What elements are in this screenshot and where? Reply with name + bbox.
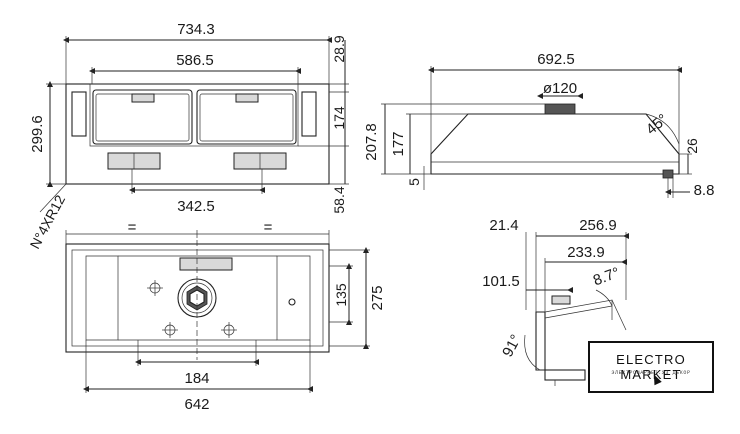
screw-mark-3: [221, 322, 237, 338]
detail-wall: [535, 311, 546, 371]
dim-bottom-depth-135: 135: [333, 283, 349, 307]
brand-name: ELECTRO MARKET: [616, 352, 686, 382]
screw-mark-2: [162, 322, 178, 338]
dim-side-foot: 8.8: [694, 182, 715, 199]
side-foot: [662, 169, 674, 179]
dim-side-bottom-gap: 5: [406, 178, 422, 186]
side-duct: [544, 103, 576, 115]
front-left-light: [71, 91, 87, 137]
dim-front-inner-width: 586.5: [176, 52, 214, 69]
dim-front-top-offset: 28.9: [331, 35, 347, 62]
brand-logo: ELECTRO MARKET ЭЛЕКТРОМАРКЕТ.УЗ ДЕКОР: [588, 341, 714, 393]
brand-tagline: ЭЛЕКТРОМАРКЕТ.УЗ ДЕКОР: [611, 370, 691, 376]
side-view: 692.5 ø120 45° 207.8 177 5 26 8.8: [363, 51, 714, 199]
detail-bracket: [551, 295, 571, 305]
dim-side-total-height: 207.8: [363, 123, 380, 161]
dim-detail-tilt: 8.7°: [591, 264, 622, 289]
screw-mark-1: [147, 280, 163, 296]
front-filter-handle-left: [131, 93, 155, 103]
front-filter-right: [196, 89, 297, 145]
bottom-button: [288, 298, 296, 306]
dim-bottom-width: 642: [184, 396, 209, 413]
dim-detail-offset: 21.4: [489, 217, 518, 234]
front-view: 734.3 586.5 299.6 28.9 174 58.4 342.5 N°…: [27, 21, 349, 251]
dim-front-bottom-offset: 58.4: [331, 186, 347, 213]
dim-bottom-depth: 275: [369, 285, 386, 310]
detail-base: [544, 369, 586, 381]
bottom-control-panel: [179, 257, 233, 271]
detail-view: 21.4 256.9 233.9 101.5 8.7° 91°: [482, 217, 629, 386]
dim-front-light-spacing: 342.5: [177, 198, 215, 215]
equal-mark-left: =: [128, 219, 137, 236]
front-right-light: [301, 91, 317, 137]
equal-mark-right: =: [264, 219, 273, 236]
dim-front-height: 299.6: [29, 115, 46, 153]
dim-detail-bend: 91°: [499, 332, 525, 360]
front-filter-left: [92, 89, 193, 145]
dim-front-width: 734.3: [177, 21, 215, 38]
dim-detail-height: 101.5: [482, 273, 520, 290]
front-filter-handle-right: [235, 93, 259, 103]
dim-detail-width: 256.9: [579, 217, 617, 234]
side-body-outline: [430, 113, 680, 175]
dim-side-body-height: 177: [390, 131, 407, 156]
bottom-view: = = 184 642 135 275: [65, 219, 386, 413]
dim-bottom-hole-spacing: 184: [184, 370, 209, 387]
screws-label: N°4XR12: [27, 192, 69, 251]
dim-side-duct: ø120: [543, 80, 577, 97]
front-filter-housing: [89, 83, 299, 147]
dim-side-right-height: 26: [684, 138, 700, 154]
dim-front-filter-height: 174: [331, 106, 347, 130]
dim-side-width: 692.5: [537, 51, 575, 68]
dim-detail-inner-width: 233.9: [567, 244, 605, 261]
